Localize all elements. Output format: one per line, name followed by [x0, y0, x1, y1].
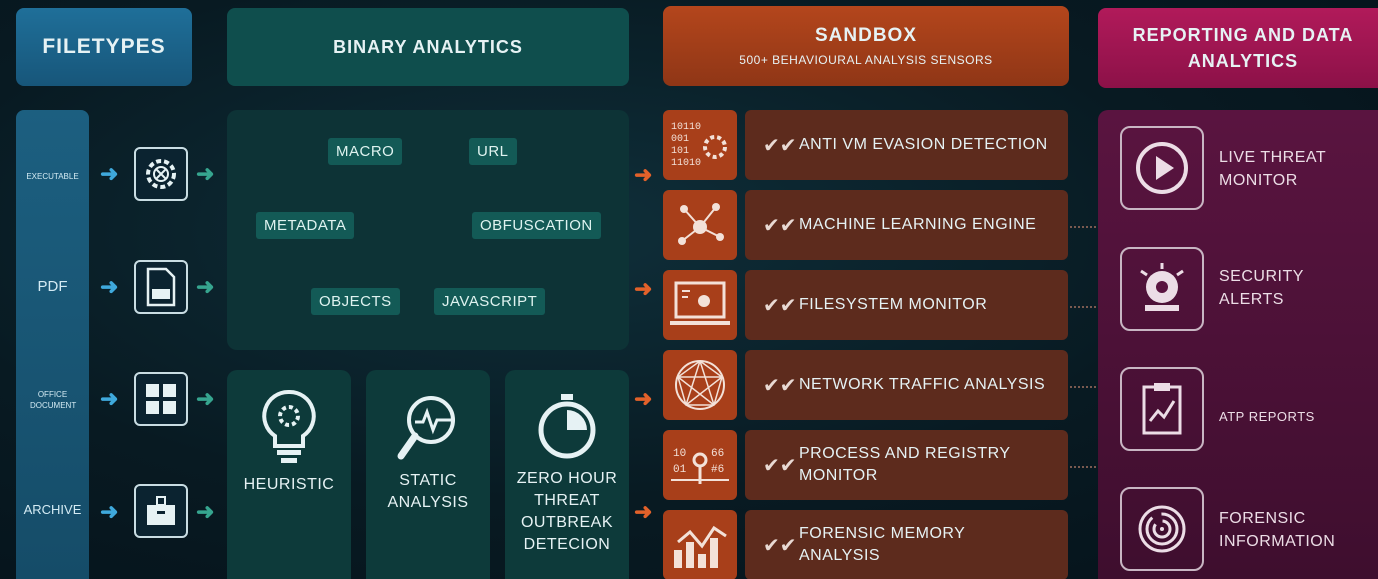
arrow-right-icon: ➜: [196, 386, 215, 411]
double-check-icon: ✔✔: [763, 134, 797, 157]
filetype-executable-label: EXECUTABLE: [26, 172, 79, 181]
svg-text:101: 101: [671, 146, 689, 157]
clipboard-chart-icon: [1120, 367, 1204, 451]
svg-text:10: 10: [673, 448, 686, 460]
svg-text:11010: 11010: [671, 158, 701, 169]
arrow-right-icon: ➜: [196, 274, 215, 299]
sandbox-item-label: PROCESS AND REGISTRY MONITOR: [799, 445, 1011, 484]
double-check-icon: ✔✔: [763, 454, 797, 477]
svg-text:#6: #6: [711, 464, 724, 476]
arrow-right-icon: ➜: [634, 162, 653, 187]
arrow-right-icon: ➜: [634, 499, 653, 524]
sandbox-item: ✔✔PROCESS AND REGISTRY MONITOR: [745, 430, 1068, 500]
dotted-connector: [1070, 466, 1096, 468]
sandbox-item-label: FORENSIC MEMORY ANALYSIS: [799, 525, 966, 564]
reporting-title: REPORTING AND DATA ANALYTICS: [1132, 25, 1354, 71]
sandbox-title: SANDBOX: [814, 25, 917, 46]
double-check-icon: ✔✔: [763, 214, 797, 237]
arrow-right-icon: ➜: [100, 161, 119, 186]
sandbox-subtitle: 500+ BEHAVIOURAL ANALYSIS SENSORS: [739, 53, 993, 67]
arrow-right-icon: ➜: [634, 386, 653, 411]
report-atp-label: ATP REPORTS: [1219, 409, 1315, 424]
sandbox-item: ✔✔FILESYSTEM MONITOR: [745, 270, 1068, 340]
arrow-right-icon: ➜: [100, 499, 119, 524]
pdf-file-icon: [134, 260, 188, 314]
tag-obfuscation: OBFUSCATION: [472, 212, 601, 239]
registry-key-icon: 10 01 66 #6: [663, 430, 737, 500]
static-analysis-panel: STATIC ANALYSIS: [366, 370, 490, 579]
arrow-right-icon: ➜: [634, 276, 653, 301]
archive-box-icon: [134, 484, 188, 538]
svg-text:66: 66: [711, 448, 724, 460]
report-security-alerts-label: SECURITY ALERTS: [1219, 268, 1304, 308]
arrow-right-icon: ➜: [100, 274, 119, 299]
svg-text:01: 01: [673, 464, 687, 476]
binary-analytics-title: BINARY ANALYTICS: [333, 36, 523, 57]
play-icon: [1120, 126, 1204, 210]
sandbox-item: ✔✔ANTI VM EVASION DETECTION: [745, 110, 1068, 180]
double-check-icon: ✔✔: [763, 294, 797, 317]
arrow-right-icon: ➜: [196, 499, 215, 524]
tag-metadata: METADATA: [256, 212, 355, 239]
svg-text:10110: 10110: [671, 122, 701, 133]
tag-objects: OBJECTS: [311, 288, 400, 315]
filetypes-column: [16, 110, 89, 579]
alarm-siren-icon: [1120, 247, 1204, 331]
sandbox-item: ✔✔MACHINE LEARNING ENGINE: [745, 190, 1068, 260]
reporting-panel: [1098, 110, 1378, 579]
laptop-bug-icon: [663, 270, 737, 340]
sandbox-item: ✔✔FORENSIC MEMORY ANALYSIS: [745, 510, 1068, 579]
sandbox-header: SANDBOX 500+ BEHAVIOURAL ANALYSIS SENSOR…: [663, 6, 1069, 86]
reporting-header: REPORTING AND DATA ANALYTICS: [1098, 8, 1378, 88]
dotted-connector: [1070, 226, 1096, 228]
filetype-office-label: OFFICE DOCUMENT: [30, 390, 77, 410]
report-live-threat-label: LIVE THREAT MONITOR: [1219, 149, 1326, 189]
sandbox-item-label: ANTI VM EVASION DETECTION: [799, 136, 1048, 153]
analytics-chart-icon: [663, 510, 737, 579]
filetypes-title: FILETYPES: [42, 35, 166, 58]
dotted-connector: [1070, 306, 1096, 308]
sandbox-item-label: NETWORK TRAFFIC ANALYSIS: [799, 376, 1046, 393]
sandbox-item-label: MACHINE LEARNING ENGINE: [799, 216, 1037, 233]
heuristic-label: HEURISTIC: [243, 476, 335, 493]
filetype-archive-label: ARCHIVE: [23, 502, 82, 517]
report-forensic-label: FORENSIC INFORMATION: [1219, 510, 1336, 550]
filetypes-header: FILETYPES: [16, 8, 192, 86]
svg-text:001: 001: [671, 134, 689, 145]
dotted-connector: [1070, 386, 1096, 388]
zero-hour-panel: ZERO HOUR THREAT OUTBREAK DETECION: [505, 370, 629, 579]
mesh-network-icon: [663, 350, 737, 420]
tag-macro: MACRO: [328, 138, 403, 165]
tag-javascript: JAVASCRIPT: [434, 288, 546, 315]
zero-hour-label: ZERO HOUR THREAT OUTBREAK DETECION: [516, 470, 618, 553]
heuristic-panel: HEURISTIC: [227, 370, 351, 579]
double-check-icon: ✔✔: [763, 374, 797, 397]
binary-analytics-header: BINARY ANALYTICS: [227, 8, 629, 86]
executable-gear-icon: [134, 147, 188, 201]
filetype-pdf-label: PDF: [37, 278, 68, 295]
fingerprint-icon: [1120, 487, 1204, 571]
arrow-right-icon: ➜: [100, 386, 119, 411]
office-document-windows-icon: [134, 372, 188, 426]
sandbox-item: ✔✔NETWORK TRAFFIC ANALYSIS: [745, 350, 1068, 420]
double-check-icon: ✔✔: [763, 534, 797, 557]
lightbulb-gear-icon: [262, 389, 316, 463]
arrow-right-icon: ➜: [196, 161, 215, 186]
network-nodes-icon: [663, 190, 737, 260]
stopwatch-icon: [538, 394, 596, 459]
magnifier-pulse-icon: [397, 396, 455, 460]
static-analysis-label: STATIC ANALYSIS: [387, 472, 469, 511]
sandbox-item-label: FILESYSTEM MONITOR: [799, 296, 988, 313]
tag-url: URL: [469, 138, 517, 165]
